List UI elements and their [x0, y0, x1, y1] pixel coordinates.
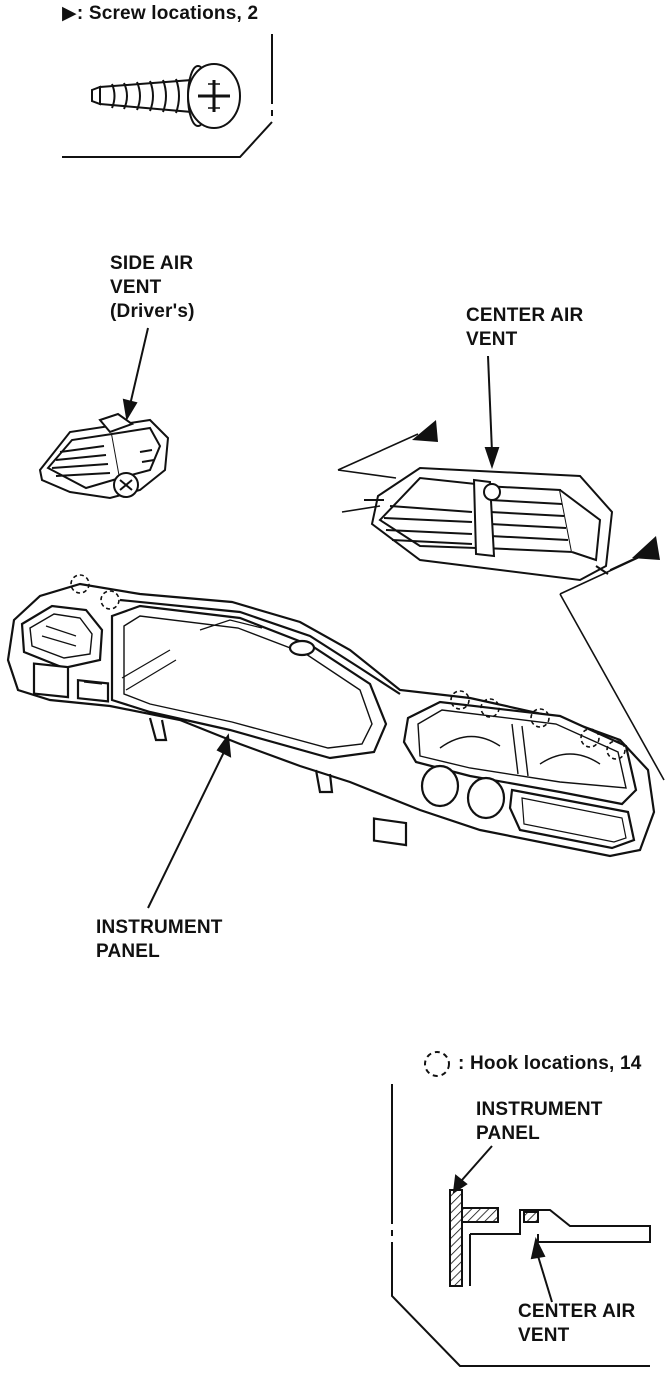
center-air-vent-leader [484, 355, 500, 470]
instrument-panel-label-line1: INSTRUMENT [96, 917, 223, 938]
screw-icon [91, 63, 241, 129]
detail-instrument-panel-label-line2: PANEL [476, 1123, 540, 1144]
detail-center-air-vent-label: CENTER AIR VENT [518, 1300, 635, 1348]
screw-marker-left [412, 420, 438, 442]
screw-symbol-icon: ▶ [62, 3, 77, 24]
center-air-vent-label-line1: CENTER AIR [466, 305, 584, 326]
center-air-vent-part [364, 466, 614, 582]
hook-location-markers [70, 574, 626, 760]
instrument-panel-part [6, 582, 656, 858]
screw-legend-frame [62, 34, 273, 158]
hook-detail-section [449, 1189, 651, 1287]
screw-legend: ▶: Screw locations, 2 [62, 2, 258, 26]
hook-symbol-icon [424, 1051, 450, 1077]
detail-instrument-panel-label-line1: INSTRUMENT [476, 1099, 603, 1120]
side-air-vent-leader [122, 327, 149, 421]
detail-center-air-vent-label-line2: VENT [518, 1325, 570, 1346]
center-air-vent-label: CENTER AIR VENT [466, 304, 583, 352]
hook-detail-frame [391, 1084, 650, 1367]
screw-legend-text: : Screw locations, 2 [76, 3, 259, 24]
detail-leaders [452, 1145, 553, 1303]
instrument-panel-leader [147, 733, 232, 909]
screw-location-lines [337, 433, 665, 781]
side-air-vent-label-line2: VENT [110, 277, 162, 298]
screw-marker-right [632, 536, 660, 560]
instrument-panel-label-line2: PANEL [96, 941, 160, 962]
instrument-panel-label: INSTRUMENT PANEL [96, 916, 223, 964]
detail-instrument-panel-label: INSTRUMENT PANEL [476, 1098, 603, 1146]
detail-center-air-vent-label-line1: CENTER AIR [518, 1301, 636, 1322]
side-air-vent-label: SIDE AIR VENT (Driver's) [110, 252, 195, 324]
side-air-vent-label-line1: SIDE AIR [110, 253, 194, 274]
side-air-vent-part [38, 412, 170, 500]
hook-legend-text: : Hook locations, 14 [458, 1053, 642, 1074]
center-air-vent-label-line2: VENT [466, 329, 518, 350]
side-air-vent-label-line3: (Driver's) [110, 301, 195, 322]
